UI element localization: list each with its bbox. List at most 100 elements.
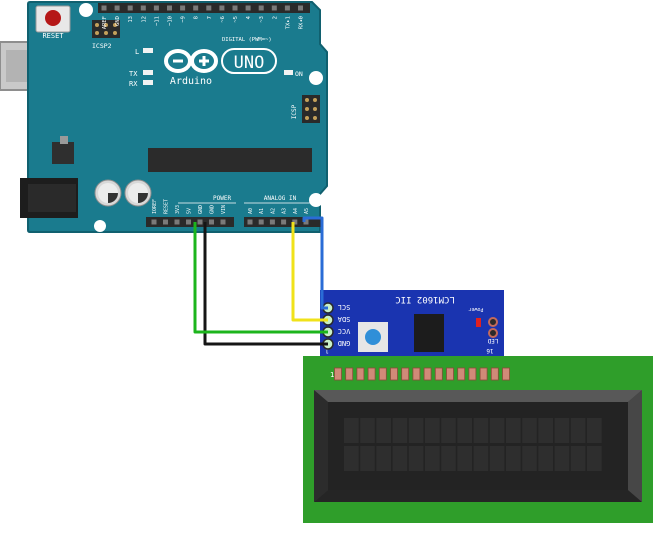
lcd-char-cell: [360, 446, 375, 471]
lcd-char-cell: [392, 418, 408, 443]
voltage-regulator: [52, 142, 74, 164]
top-pin-label: 12: [141, 16, 147, 23]
lcd-char-cell: [408, 418, 424, 443]
header-pin: [167, 5, 172, 11]
arduino-logo: UNO Arduino: [164, 48, 277, 87]
logo-uno: UNO: [234, 53, 265, 73]
module-chip: [414, 314, 444, 352]
header-pin: [193, 5, 199, 11]
top-pin-label: ~5: [233, 16, 239, 23]
analog-pin-label: A5: [304, 208, 310, 214]
lcd-header-pin: [412, 367, 421, 381]
lcd-header-pin: [479, 367, 488, 381]
lcd-char-cell: [538, 446, 553, 471]
lcd-header-pin: [356, 367, 365, 381]
icsp-header: [302, 95, 320, 123]
lcd-char-cell: [489, 446, 505, 471]
header-pin: [258, 219, 264, 225]
header-pin: [271, 5, 277, 11]
top-pin-label: 2: [272, 16, 278, 19]
power-pin-label: 5V: [187, 208, 193, 214]
mounting-hole: [94, 220, 106, 232]
top-pin-label: GND: [115, 16, 121, 26]
power-pin-label: IOREF: [152, 199, 158, 214]
lcd-char-cell: [441, 446, 456, 471]
header-pin: [101, 5, 107, 11]
header-pin: [292, 219, 298, 225]
mounting-hole: [309, 71, 323, 85]
power-led: [476, 318, 481, 327]
lcd-char-cell: [457, 446, 472, 471]
lcd-char-cell: [489, 418, 505, 443]
icsp2-label: ICSP2: [92, 42, 112, 50]
header-pin: [245, 5, 251, 11]
header-pin: [127, 5, 133, 11]
wire-gnd-black: [203, 222, 328, 346]
top-pin-label: ~10: [168, 16, 174, 26]
header-pin: [153, 5, 159, 11]
side-label-16: 16: [486, 347, 494, 354]
lcd-header-pin: [334, 367, 342, 381]
led-label: LED: [487, 337, 498, 344]
top-pin-label: 8: [194, 16, 200, 19]
microcontroller-chip: [148, 148, 312, 172]
lcd-char-cell: [425, 446, 440, 471]
lcd-char-cell: [344, 446, 359, 471]
header-pin: [232, 5, 238, 11]
tx-led: [143, 70, 153, 75]
lcd-char-cell: [376, 418, 391, 443]
lcd-char-cell: [344, 418, 359, 443]
on-led: [284, 70, 293, 75]
lcd-char-cell: [587, 418, 602, 443]
module-pin-label: SCL: [338, 303, 351, 311]
power-pin-label: GND: [210, 205, 216, 214]
power-pin-label: VIN: [221, 205, 227, 214]
header-pin: [219, 5, 225, 11]
capacitor: [124, 179, 152, 207]
icsp-label: ICSP: [291, 104, 298, 119]
mounting-hole: [309, 193, 323, 207]
header-pin: [174, 219, 180, 225]
l-label: L: [135, 48, 139, 56]
header-pin: [180, 5, 186, 11]
header-pin: [209, 219, 214, 225]
header-pin: [206, 5, 212, 11]
lcd-header-pin: [423, 367, 432, 381]
power-pin-label: GND: [198, 205, 204, 214]
lcd-char-cell: [441, 418, 456, 443]
top-pin-label: TX▸1: [285, 16, 291, 29]
module-pin-label: SDA: [337, 315, 350, 323]
lcd-header-pin: [401, 367, 410, 381]
side-label-1: 1: [325, 347, 329, 354]
lcd-header-pin: [457, 367, 466, 381]
lcd-header-pin: [345, 367, 354, 381]
top-pin-label: ~3: [259, 16, 265, 23]
header-pin: [151, 219, 157, 225]
capacitor: [94, 179, 122, 207]
lcd-header-pin: [502, 367, 510, 381]
lcd-header-pin: [367, 367, 376, 381]
digital-header: [98, 3, 310, 13]
power-pin-label: RESET: [164, 199, 170, 214]
tx-label: TX: [129, 70, 138, 78]
header-pin: [258, 5, 264, 11]
lcd-char-cell: [473, 418, 489, 443]
lcd-char-cell: [473, 446, 489, 471]
lcd-header-pin: [378, 367, 387, 381]
module-pin-label: GND: [338, 339, 351, 347]
top-pin-label: RX◂0: [299, 16, 305, 29]
top-pin-label: 4: [246, 15, 252, 19]
board-body: [27, 1, 328, 233]
module-title: LCM1602 IIC: [395, 294, 455, 304]
top-pin-label: ~6: [220, 16, 226, 23]
lcd-header-pin: [490, 367, 499, 381]
lcd-char-cell: [587, 446, 602, 471]
lcd-char-cell: [506, 418, 521, 443]
rx-label: RX: [129, 80, 138, 88]
reset-label: RESET: [42, 32, 64, 40]
analog-pin-label: A4: [293, 208, 299, 214]
lcd-header-pin: [446, 367, 454, 381]
